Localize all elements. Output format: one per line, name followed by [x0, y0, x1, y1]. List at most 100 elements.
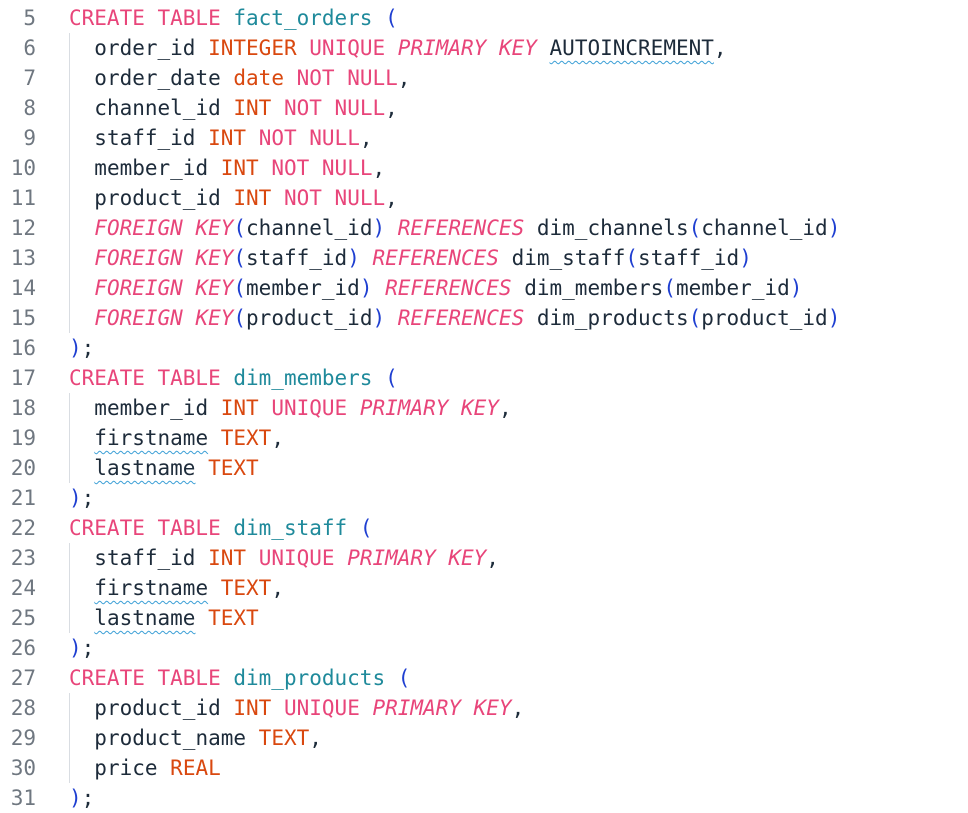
code-token: FOREIGN KEY	[94, 216, 234, 240]
code-line[interactable]: 16);	[0, 333, 968, 363]
code-token: (	[233, 216, 247, 240]
code-token: CREATE TABLE	[69, 6, 221, 30]
code-token	[271, 186, 284, 210]
code-token: ,	[309, 726, 322, 750]
code-line[interactable]: 31);	[0, 783, 968, 813]
code-token: TEXT	[208, 456, 259, 480]
code-line[interactable]: 18 member_id INT UNIQUE PRIMARY KEY,	[0, 393, 968, 423]
code-token: (	[385, 366, 398, 390]
code-line[interactable]: 9 staff_id INT NOT NULL,	[0, 123, 968, 153]
line-number: 8	[23, 96, 36, 120]
code-token: TEXT	[220, 426, 272, 450]
code-token: PRIMARY KEY	[347, 546, 487, 570]
code-token: channel_id	[246, 216, 373, 240]
code-token	[221, 666, 234, 690]
line-number: 16	[10, 336, 36, 360]
code-token: dim_products	[233, 666, 386, 690]
code-text: staff_id INT UNIQUE PRIMARY KEY,	[69, 543, 499, 573]
line-number: 20	[10, 456, 36, 480]
code-token: CREATE TABLE	[69, 366, 221, 390]
code-line[interactable]: 29 product_name TEXT,	[0, 723, 968, 753]
code-token	[385, 306, 398, 330]
code-token: ;	[81, 486, 95, 510]
code-line[interactable]: 28 product_id INT UNIQUE PRIMARY KEY,	[0, 693, 968, 723]
code-token: ,	[372, 156, 386, 180]
code-line[interactable]: 30 price REAL	[0, 753, 968, 783]
code-token	[221, 96, 234, 120]
code-line[interactable]: 12 FOREIGN KEY(channel_id) REFERENCES di…	[0, 213, 968, 243]
code-token: INT	[220, 396, 259, 420]
indent-guide	[69, 573, 70, 603]
code-text: member_id INT UNIQUE PRIMARY KEY,	[69, 393, 511, 423]
code-line[interactable]: 19 firstname TEXT,	[0, 423, 968, 453]
code-line[interactable]: 21);	[0, 483, 968, 513]
code-token	[335, 546, 348, 570]
indent-guide	[69, 63, 70, 93]
code-token: dim_members	[233, 366, 373, 390]
code-token: firstname	[94, 426, 209, 450]
code-token: product_name	[94, 726, 247, 750]
code-line[interactable]: 24 firstname TEXT,	[0, 573, 968, 603]
code-token: ,	[271, 576, 284, 600]
code-token: )	[372, 216, 386, 240]
code-token: fact_orders	[233, 6, 373, 30]
code-token	[385, 36, 398, 60]
code-text: );	[69, 483, 94, 513]
code-token: )	[347, 246, 360, 270]
code-text: product_name TEXT,	[69, 723, 322, 753]
code-token: order_id	[94, 36, 196, 60]
code-token	[385, 216, 398, 240]
code-text: firstname TEXT,	[69, 423, 284, 453]
code-token: member_id	[246, 276, 360, 300]
code-token: )	[359, 276, 373, 300]
code-line[interactable]: 20 lastname TEXT	[0, 453, 968, 483]
code-line[interactable]: 25 lastname TEXT	[0, 603, 968, 633]
code-line[interactable]: 7 order_date date NOT NULL,	[0, 63, 968, 93]
code-line[interactable]: 8 channel_id INT NOT NULL,	[0, 93, 968, 123]
code-token	[158, 756, 171, 780]
code-token	[360, 696, 373, 720]
code-token: UNIQUE	[309, 36, 386, 60]
indent-guide	[69, 723, 70, 753]
code-token	[372, 6, 385, 30]
code-text: );	[69, 783, 94, 813]
code-line[interactable]: 10 member_id INT NOT NULL,	[0, 153, 968, 183]
code-token: INTEGER	[208, 36, 297, 60]
line-number: 5	[23, 6, 36, 30]
code-token: dim_members	[524, 276, 664, 300]
code-line[interactable]: 23 staff_id INT UNIQUE PRIMARY KEY,	[0, 543, 968, 573]
code-line[interactable]: 6 order_id INTEGER UNIQUE PRIMARY KEY AU…	[0, 33, 968, 63]
code-token: UNIQUE	[258, 546, 335, 570]
code-token: INT	[233, 696, 272, 720]
code-line[interactable]: 26);	[0, 633, 968, 663]
code-token: member_id	[675, 276, 790, 300]
code-token	[284, 66, 297, 90]
code-token: )	[69, 786, 82, 810]
code-token	[195, 546, 208, 570]
code-token: ;	[81, 636, 95, 660]
code-token: dim_staff	[233, 516, 348, 540]
indent-guide	[69, 423, 70, 453]
code-line[interactable]: 15 FOREIGN KEY(product_id) REFERENCES di…	[0, 303, 968, 333]
code-line[interactable]: 14 FOREIGN KEY(member_id) REFERENCES dim…	[0, 273, 968, 303]
code-line[interactable]: 11 product_id INT NOT NULL,	[0, 183, 968, 213]
code-token: )	[827, 216, 841, 240]
code-token	[499, 246, 512, 270]
code-token	[208, 396, 221, 420]
code-token	[246, 726, 259, 750]
code-token	[347, 516, 360, 540]
code-text: CREATE TABLE dim_products (	[69, 663, 410, 693]
code-token: channel_id	[94, 96, 221, 120]
indent-guide	[69, 183, 70, 213]
code-line[interactable]: 13 FOREIGN KEY(staff_id) REFERENCES dim_…	[0, 243, 968, 273]
code-token: product_id	[246, 306, 373, 330]
indent-guide	[69, 753, 70, 783]
code-token: staff_id	[246, 246, 348, 270]
code-text: CREATE TABLE dim_staff (	[69, 513, 372, 543]
code-token: member_id	[94, 156, 209, 180]
